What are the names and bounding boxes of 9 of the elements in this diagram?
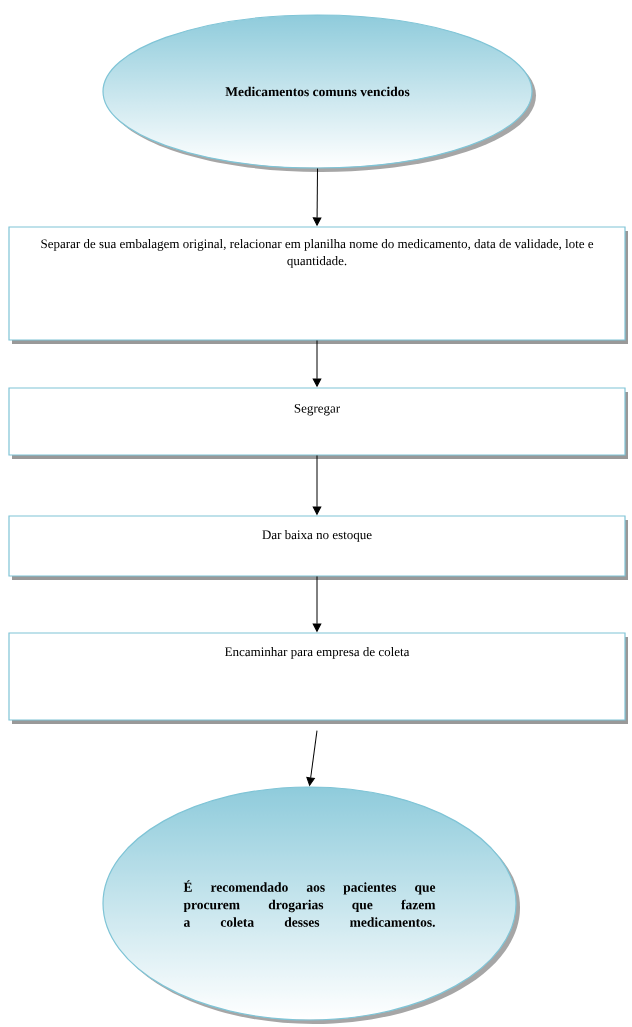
arrow xyxy=(312,576,322,632)
process-box: Separar de sua embalagem original, relacionar em planilha nome do medicamento, data de validade, lote e quantidade. xyxy=(8,226,628,344)
arrow xyxy=(306,730,318,786)
arrow xyxy=(312,455,322,515)
process-box: Segregar xyxy=(8,387,628,459)
process-box: Encaminhar para empresa de coleta xyxy=(8,632,628,724)
arrow xyxy=(312,340,322,387)
arrow xyxy=(312,168,322,226)
process-box: Dar baixa no estoque xyxy=(8,515,628,580)
